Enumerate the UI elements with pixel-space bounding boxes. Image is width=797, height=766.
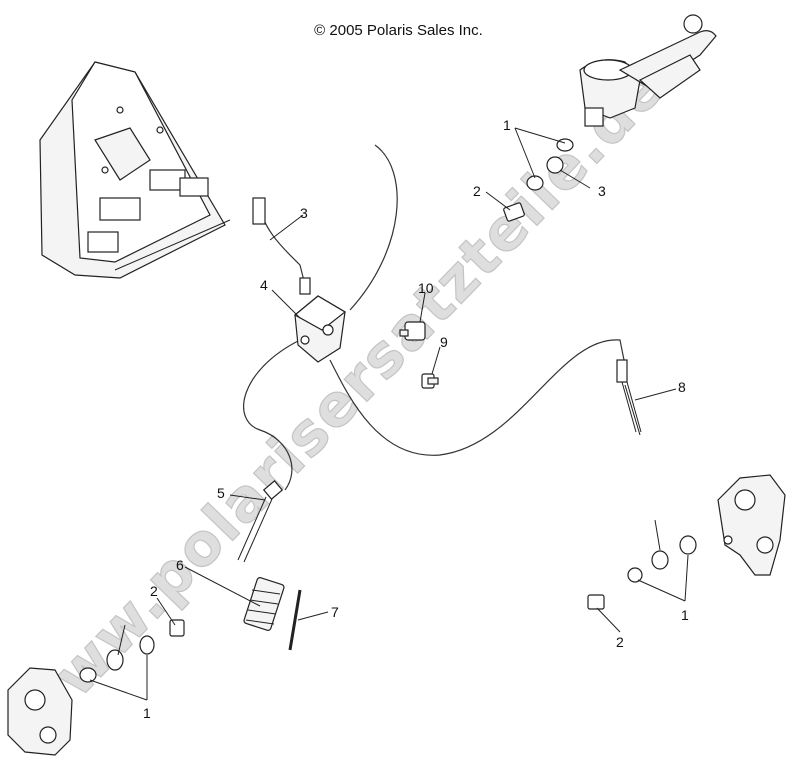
callout-2-upper: 2 xyxy=(473,183,481,199)
frame-bracket xyxy=(39,61,231,279)
callout-7: 7 xyxy=(331,604,339,620)
callout-5: 5 xyxy=(217,485,225,501)
callout-1-upper: 1 xyxy=(503,117,511,133)
upper-washers xyxy=(503,138,574,222)
callout-3-upper-right: 3 xyxy=(598,183,606,199)
callout-1-lower-left: 1 xyxy=(143,705,151,721)
distribution-block xyxy=(293,295,347,363)
callout-6: 6 xyxy=(176,557,184,573)
callout-10: 10 xyxy=(418,280,434,296)
spring-6 xyxy=(243,577,285,631)
pin-7 xyxy=(288,589,302,651)
brake-hose-5 xyxy=(237,480,284,563)
lower-left-washers xyxy=(79,619,185,683)
left-caliper xyxy=(7,667,73,756)
pressure-switch xyxy=(399,321,426,341)
brake-hose-8 xyxy=(616,359,642,433)
callout-2-lower-left: 2 xyxy=(150,583,158,599)
callout-3-upper-left: 3 xyxy=(300,205,308,221)
copyright-notice: © 2005 Polaris Sales Inc. xyxy=(314,22,483,39)
lower-right-washers xyxy=(587,519,697,610)
callout-labels: 1 1 1 2 2 2 3 3 3 4 5 6 7 8 9 10 xyxy=(143,117,689,721)
callout-9: 9 xyxy=(440,334,448,350)
master-cylinder xyxy=(579,14,717,127)
leader-lines xyxy=(89,127,689,701)
right-caliper xyxy=(717,474,786,576)
brake-line-3 xyxy=(252,197,311,295)
callout-1-lower-right: 1 xyxy=(681,607,689,623)
callout-4: 4 xyxy=(260,277,268,293)
callout-8: 8 xyxy=(678,379,686,395)
bolt-9 xyxy=(421,373,439,389)
callout-2-lower-right: 2 xyxy=(616,634,624,650)
